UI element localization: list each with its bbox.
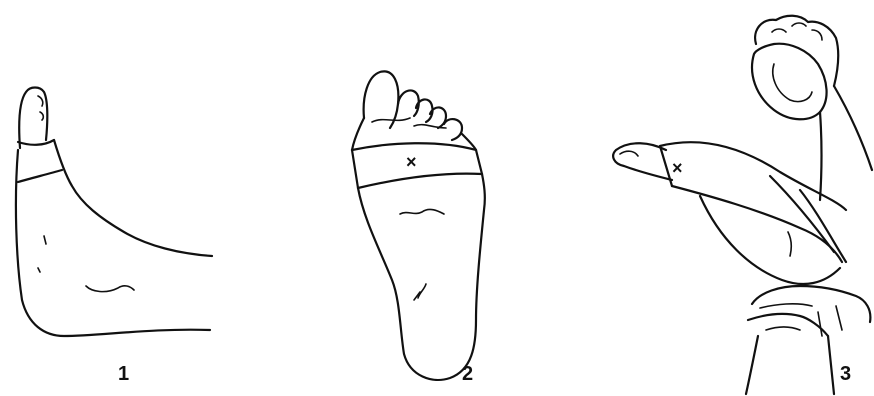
panel-1-foot-side-view: 1 <box>16 88 212 386</box>
panel-3-foot-bandage-left <box>660 146 672 186</box>
panel-3-foot-toes <box>613 143 672 180</box>
panel-2-sole-wrinkle <box>400 209 444 214</box>
panel-2-toe-crease <box>372 118 446 128</box>
panel-1-foot-dorsum <box>54 140 212 256</box>
panel-2-number: 2 <box>462 363 473 385</box>
panel-1-number: 1 <box>118 363 129 385</box>
panel-2-toe-2 <box>398 90 419 116</box>
panel-3-heel-outline <box>700 196 840 284</box>
panel-2-bandage-bottom-edge <box>358 174 482 188</box>
panel-2-forefoot-left <box>352 118 364 150</box>
panel-2-bandage-right-side <box>476 150 482 174</box>
panel-3-bandage-turn-1 <box>672 186 842 262</box>
panel-2-heel-mark <box>414 284 426 300</box>
panel-3-upper-forearm-right <box>834 86 872 170</box>
panel-2-sole-outline <box>358 174 485 380</box>
panel-3-upper-forearm-left <box>820 112 822 200</box>
panel-2-toe-5 <box>444 119 462 140</box>
panel-3-lower-hand <box>748 286 870 336</box>
panel-1-mark <box>38 236 46 272</box>
panel-2-bandage-left-side <box>352 150 358 188</box>
panel-3-heel-mark <box>788 232 791 256</box>
panel-3-upper-hand-knuckles <box>772 23 822 40</box>
panel-2-x-mark: × <box>406 152 417 172</box>
panel-3-roll-inner <box>773 64 812 102</box>
panel-3-bandage-roll <box>752 44 827 120</box>
panel-3-upper-hand-fingers <box>755 16 838 86</box>
panel-1-bandage-top-edge <box>18 140 54 145</box>
panel-3-lower-hand-fingers <box>760 304 842 336</box>
panel-2-foot-sole-view: × 2 <box>352 71 485 385</box>
panel-1-ankle-crease <box>86 286 134 292</box>
panel-2-bandage-top-edge <box>352 143 476 150</box>
panel-3-lower-leg-left <box>746 336 758 394</box>
panel-3-x-mark: × <box>672 158 683 178</box>
panel-3-number: 3 <box>840 363 851 385</box>
panel-3-bandaging-with-hands: × 3 <box>613 16 872 394</box>
panel-3-bandage-turn-2 <box>770 176 834 252</box>
panel-1-toenail <box>38 96 43 120</box>
panel-3-toenail <box>620 151 638 156</box>
panel-3-bandage-turn-3 <box>800 190 846 262</box>
panel-3-lower-leg-right <box>828 336 834 394</box>
panel-1-bandage-bottom-edge <box>18 170 62 182</box>
panel-3-foot-bandage-top <box>660 142 846 210</box>
